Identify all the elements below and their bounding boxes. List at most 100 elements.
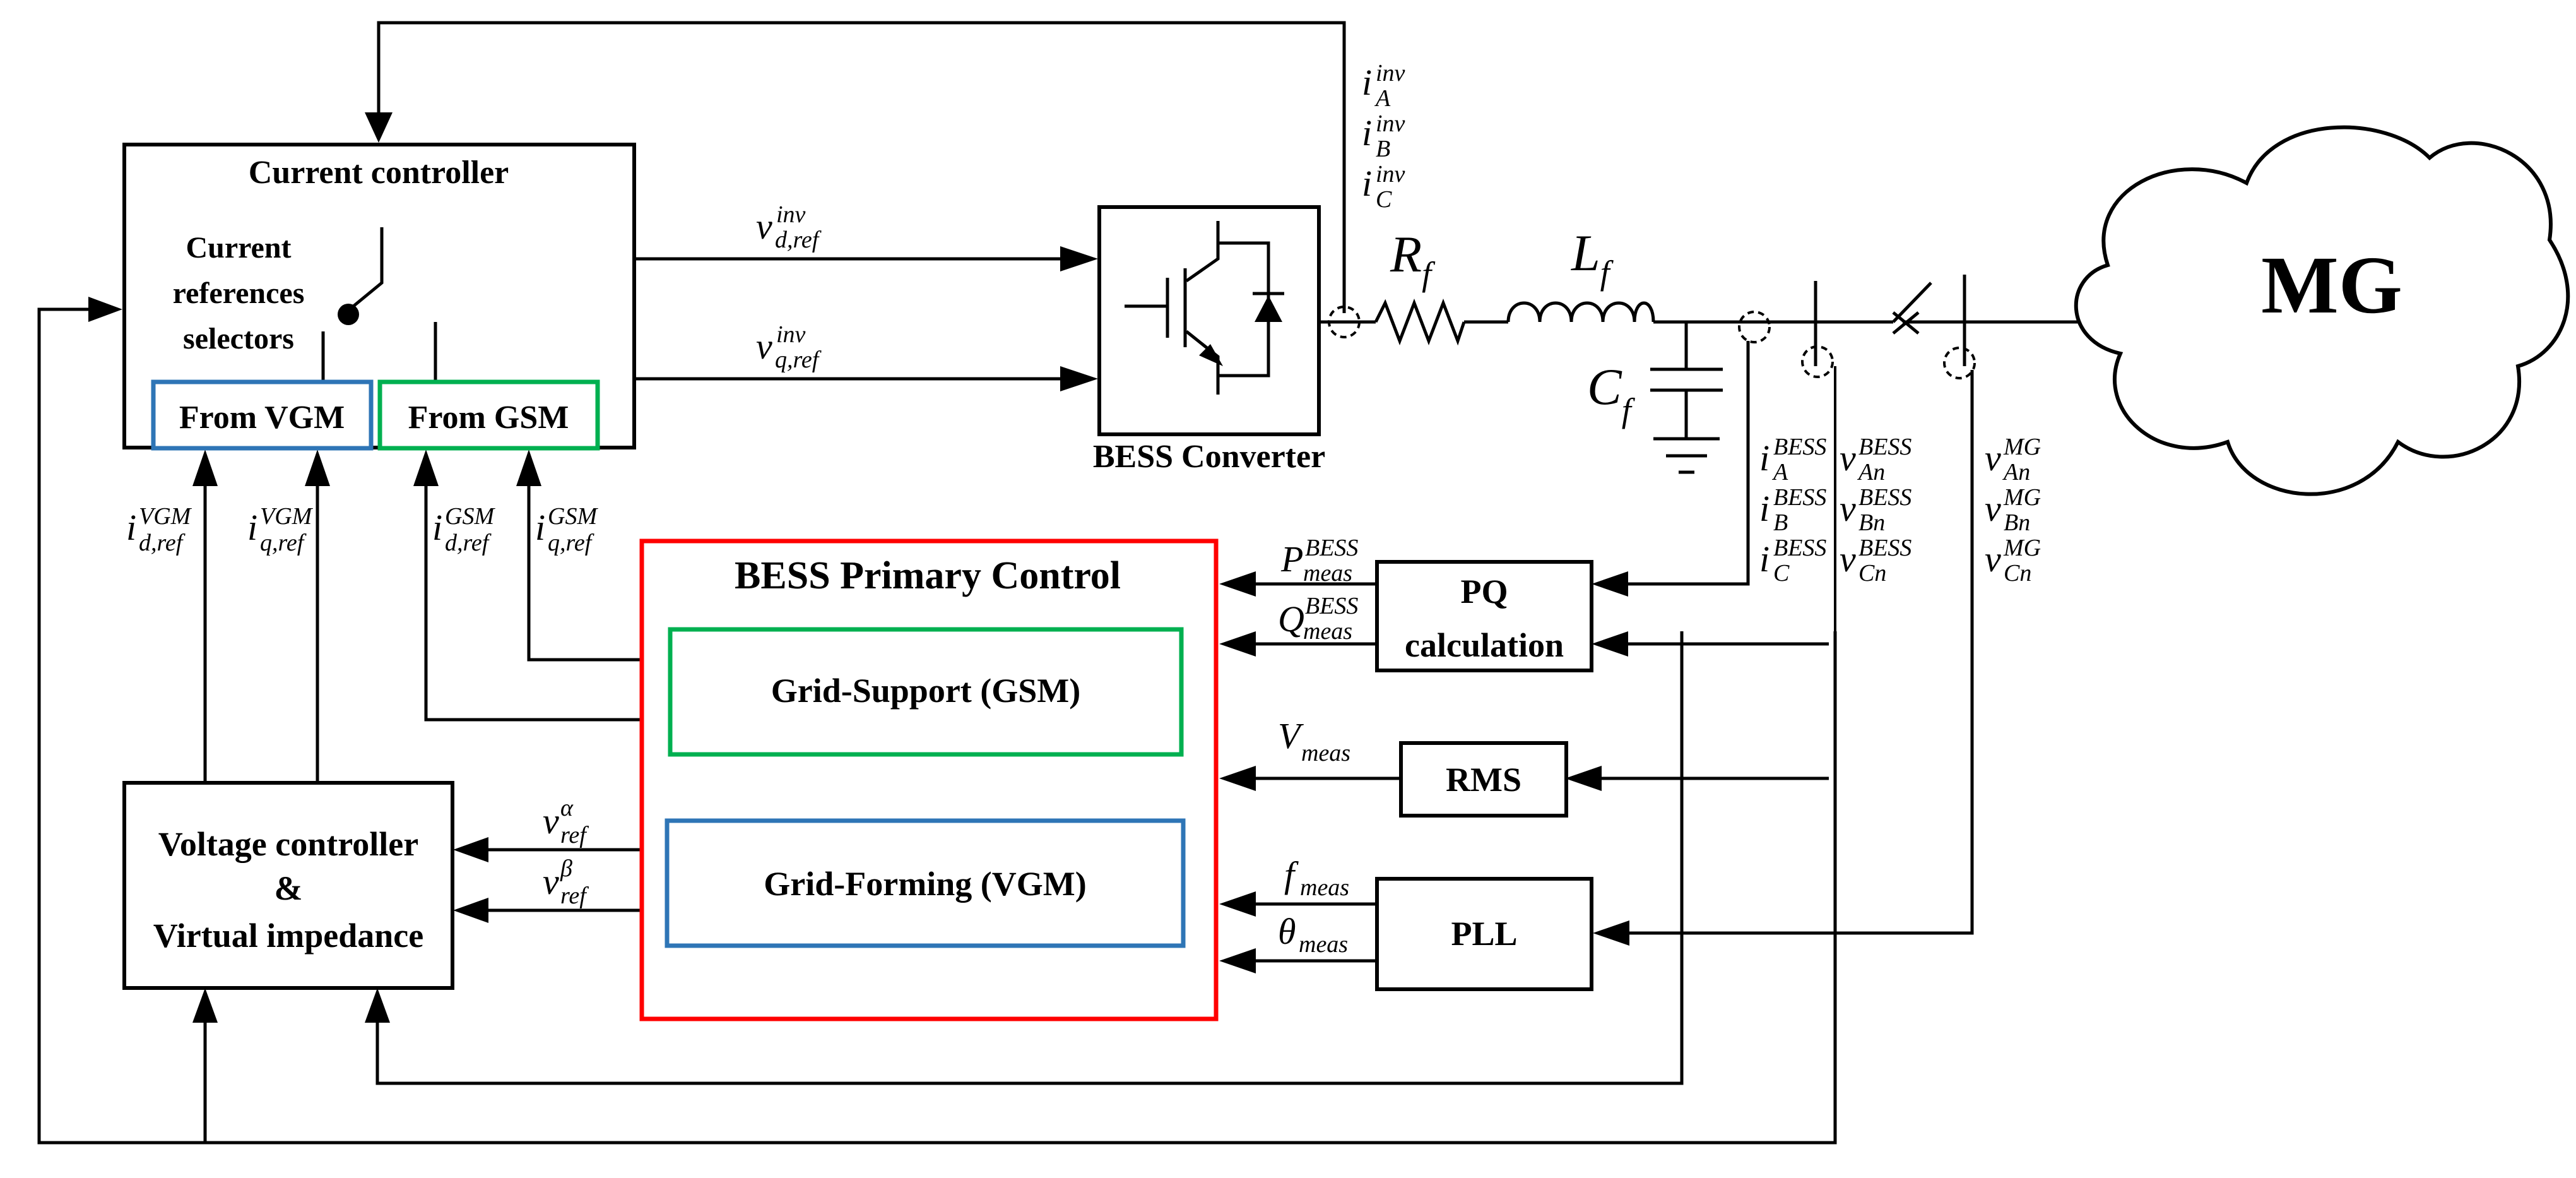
- vbess-bn-base: v: [1840, 488, 1856, 529]
- vmg-cn-sub: Cn: [2004, 560, 2031, 586]
- vq-ref-sup: inv: [776, 321, 806, 348]
- iinv-c-sup: inv: [1376, 161, 1405, 187]
- voltage-controller-line3: Virtual impedance: [153, 917, 423, 955]
- selector-switch-arm: [352, 227, 384, 307]
- vd-ref-sup: inv: [776, 201, 806, 228]
- vq-ref-sub: q,ref: [775, 347, 822, 373]
- ibess-b-base: i: [1759, 488, 1770, 529]
- current-controller-title: Current controller: [249, 155, 509, 191]
- iq-gsm-base: i: [535, 507, 545, 548]
- component-labels: Rf Lf Cf: [1390, 224, 1636, 429]
- igbt-emitter-arrow: [1199, 344, 1223, 366]
- lf-label: Lf: [1571, 224, 1614, 292]
- iinv-a-base: i: [1362, 62, 1372, 103]
- arrow-q: [1219, 631, 1256, 657]
- cf-label: Cf: [1587, 358, 1636, 429]
- arrow-rms: [1565, 766, 1602, 791]
- iinv-a-sup: inv: [1376, 60, 1405, 86]
- iq-gsm-sub: q,ref: [548, 530, 594, 556]
- iinv-c-base: i: [1362, 163, 1372, 204]
- iinv-b-base: i: [1362, 112, 1372, 153]
- arrow-pll: [1593, 920, 1629, 946]
- gsm-label: Grid-Support (GSM): [771, 672, 1081, 710]
- vbeta-sub: ref: [560, 883, 589, 909]
- vt-mg: [1943, 347, 1976, 379]
- ibess-b-sup: BESS: [1773, 484, 1826, 511]
- f-meas-base: f: [1284, 854, 1299, 895]
- iq-vgm-sup: VGM: [260, 503, 314, 530]
- id-gsm-sup: GSM: [445, 503, 495, 530]
- from-vgm-box: [151, 379, 374, 451]
- arrow-id-gsm: [413, 449, 439, 486]
- ibess-a-sup: BESS: [1773, 434, 1826, 460]
- id-gsm-base: i: [432, 507, 442, 548]
- p-meas-base: P: [1280, 538, 1303, 580]
- selector-label-line3: selectors: [183, 322, 294, 355]
- ibess-c-sub: C: [1773, 560, 1790, 586]
- selector-label-line1: Current: [186, 231, 291, 265]
- iinv-b-sup: inv: [1376, 110, 1405, 137]
- microgrid-label: MG: [2261, 240, 2402, 331]
- ct-bess: [1738, 311, 1771, 343]
- inductor-lf: [1506, 301, 1655, 323]
- v-meas-base: V: [1278, 715, 1304, 756]
- arrow-f: [1219, 891, 1256, 917]
- primary-control-title: BESS Primary Control: [735, 554, 1121, 597]
- vbeta-sup: β: [560, 855, 572, 882]
- from-vgm-label: From VGM: [179, 400, 345, 436]
- vmg-cn-sup: MG: [2003, 535, 2041, 561]
- wires: [37, 21, 1974, 1145]
- bess-converter-block: BESS Converter: [1093, 205, 1325, 475]
- q-meas-sup: BESS: [1305, 593, 1358, 619]
- q-meas-sub: meas: [1303, 618, 1352, 645]
- id-vgm-sup: VGM: [139, 503, 192, 530]
- vbeta-base: v: [543, 861, 559, 902]
- q-meas-base: Q: [1278, 598, 1304, 640]
- arrow-vd: [1060, 246, 1098, 271]
- arrow-iq-gsm: [516, 449, 541, 486]
- bess-primary-control-block: BESS Primary Control Grid-Support (GSM) …: [639, 538, 1219, 1021]
- arrow-v: [1219, 766, 1256, 791]
- vmg-cn-base: v: [1985, 538, 2001, 580]
- pq-block: PQ calculation: [1375, 560, 1593, 672]
- id-vgm-base: i: [126, 507, 136, 548]
- vmg-bn-sup: MG: [2003, 484, 2041, 511]
- vmg-bn-sub: Bn: [2004, 509, 2030, 536]
- bess-converter-title: BESS Converter: [1093, 439, 1325, 475]
- resistor-rf: [1374, 299, 1466, 346]
- arrow-theta: [1219, 948, 1256, 973]
- vbess-bn-sub: Bn: [1858, 509, 1885, 536]
- iinv-b-sub: B: [1376, 136, 1390, 162]
- arrow-vc-bottom1: [192, 988, 218, 1023]
- pq-title-line2: calculation: [1405, 626, 1564, 664]
- vbess-cn-base: v: [1840, 538, 1856, 580]
- vmg-an-sup: MG: [2003, 434, 2041, 460]
- arrow-p: [1219, 571, 1256, 597]
- valpha-sub: ref: [560, 822, 589, 848]
- igbt-collector-emitter: [1185, 221, 1220, 395]
- theta-meas-base: θ: [1278, 911, 1296, 952]
- vd-ref-base: v: [756, 206, 772, 247]
- vd-ref-sub: d,ref: [775, 227, 822, 253]
- diode-triangle: [1255, 295, 1282, 322]
- selector-label-line2: references: [173, 277, 305, 310]
- ground-symbol: [1653, 437, 1720, 474]
- switch-blade: [1892, 282, 1932, 323]
- vt-bess: [1801, 345, 1834, 378]
- signal-labels: v inv d,ref v inv q,ref i inv A i inv B …: [126, 60, 2041, 958]
- ibess-b-sub: B: [1773, 509, 1788, 536]
- vbess-bn-sup: BESS: [1858, 484, 1911, 511]
- vq-ref-base: v: [756, 326, 772, 367]
- arrow-iq-vgm: [305, 449, 330, 486]
- arrow-id-vgm: [192, 449, 218, 486]
- arrow-vbeta: [453, 898, 488, 923]
- arrow-pq-v: [1592, 631, 1628, 657]
- breaker-x: [1892, 311, 1920, 335]
- microgrid-cloud: MG: [2074, 125, 2570, 496]
- vbess-an-sub: An: [1857, 459, 1885, 485]
- v-meas-sub: meas: [1301, 740, 1350, 766]
- vmg-an-sub: An: [2002, 459, 2030, 485]
- from-gsm-label: From GSM: [408, 400, 569, 436]
- p-meas-sup: BESS: [1305, 535, 1358, 561]
